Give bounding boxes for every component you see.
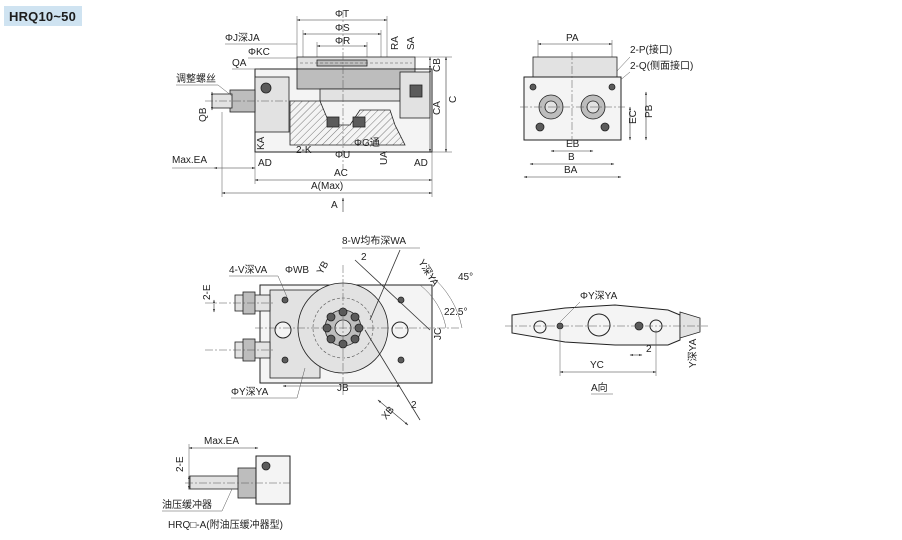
arrow-view: ΦY深YA 2 YC Y深YA A向 <box>505 290 708 395</box>
label-yc: YC <box>590 360 604 371</box>
bearing-ball-right <box>352 116 366 128</box>
label-ka: KA <box>256 136 267 150</box>
left-port <box>260 82 272 94</box>
buffer-port <box>261 461 271 471</box>
label-adjust-screw: 调整螺丝 <box>176 72 216 85</box>
label-y-depth-ya-plan: Y深YA <box>415 257 441 288</box>
label-pa: PA <box>566 33 579 44</box>
plan-screw-br <box>397 356 405 364</box>
label-phi-u: ΦU <box>335 150 350 161</box>
bearing-section <box>296 68 416 90</box>
label-sa: SA <box>406 36 417 50</box>
side-screw-bl <box>535 122 545 132</box>
label-8-w: 8-W均布深WA <box>342 235 406 247</box>
side-screw-tl <box>529 83 537 91</box>
label-pb: PB <box>644 104 655 118</box>
label-yb: YB <box>315 259 331 276</box>
plan-hole-left <box>274 321 292 339</box>
label-ba: BA <box>564 165 578 176</box>
plan-bolt-2 <box>350 312 360 322</box>
side-screw-tr <box>608 83 616 91</box>
front-view: ΦT ΦS ΦR ΦJ深JA ΦKC QA 调整螺丝 <box>172 9 459 212</box>
arrow-view-center-hole <box>587 313 611 337</box>
label-2-e-option: 2-E <box>175 456 186 472</box>
plan-bolt-4 <box>350 334 360 344</box>
label-eb: EB <box>566 139 580 150</box>
model-title: HRQ10~50 <box>4 6 82 26</box>
label-22-5deg: 22.5° <box>444 307 467 318</box>
label-xb: XB <box>380 404 397 422</box>
label-jb: JB <box>337 383 349 394</box>
label-phi-r: ΦR <box>335 36 350 47</box>
label-y-depth-ya-arrow: Y深YA <box>687 338 699 368</box>
side-view: PA 2-P(接口) 2-Q(侧面接口) EC PB EB B BA <box>520 33 693 179</box>
label-b: B <box>568 152 575 163</box>
label-2-top: 2 <box>361 252 367 263</box>
label-2-p: 2-P(接口) <box>630 43 672 56</box>
label-ad-right: AD <box>414 158 428 169</box>
section-hatch <box>289 100 406 146</box>
view-marker-a: A <box>331 200 338 211</box>
label-qa: QA <box>232 58 247 69</box>
label-ad-left: AD <box>258 158 272 169</box>
plan-view: 8-W均布深WA 4-V深VA ΦWB 2 YB Y深YA 45° 2-E JC… <box>202 235 473 426</box>
plan-screw-tl <box>281 296 289 304</box>
side-table <box>532 56 618 78</box>
label-qb: QB <box>198 107 209 122</box>
label-45deg: 45° <box>458 272 473 283</box>
label-phi-g: ΦG通 <box>354 137 380 149</box>
label-c: C <box>448 96 459 103</box>
label-2-e-plan: 2-E <box>202 284 213 300</box>
label-ra: RA <box>390 36 401 50</box>
buffer-rod <box>189 475 241 490</box>
label-ec: EC <box>628 110 639 124</box>
plan-screw-bl <box>281 356 289 364</box>
label-2-arrow: 2 <box>646 344 652 355</box>
label-phi-kc: ΦKC <box>248 47 270 58</box>
plan-screw-tr <box>397 296 405 304</box>
label-ua: UA <box>379 151 390 165</box>
label-phi-s: ΦS <box>335 23 350 34</box>
side-screw-br <box>600 122 610 132</box>
label-2-k: 2-K <box>296 145 312 156</box>
plan-hole-right <box>391 321 409 339</box>
left-end-block <box>254 76 290 133</box>
label-max-ea: Max.EA <box>172 155 207 166</box>
label-oil-buffer: 油压缓冲器 <box>162 498 212 511</box>
label-phi-j: ΦJ深JA <box>225 32 260 44</box>
arrow-view-hole-1 <box>533 320 547 334</box>
label-phi-wb: ΦWB <box>285 265 309 276</box>
label-cb: CB <box>432 58 443 72</box>
label-phi-y-plan: ΦY深YA <box>231 386 269 398</box>
option-view: Max.EA 2-E 油压缓冲器 HRQ□-A(附油压缓冲器型) <box>162 436 291 531</box>
label-phi-y-arrow: ΦY深YA <box>580 290 618 302</box>
bearing-ball-left <box>326 116 340 128</box>
option-view-caption: HRQ□-A(附油压缓冲器型) <box>168 518 283 531</box>
label-2-q: 2-Q(侧面接口) <box>630 59 693 72</box>
plan-bolt-8 <box>326 312 336 322</box>
plan-bolt-6 <box>326 334 336 344</box>
inner-shaft <box>319 88 401 102</box>
label-max-ea-option: Max.EA <box>204 436 239 447</box>
label-phi-t: ΦT <box>335 9 349 20</box>
right-port <box>409 84 423 98</box>
label-2-bottom: 2 <box>411 400 417 411</box>
buffer-body <box>255 455 291 505</box>
arrow-view-tip <box>679 311 701 339</box>
label-4-v: 4-V深VA <box>229 264 267 276</box>
label-ca: CA <box>432 101 443 115</box>
label-ac: AC <box>334 168 348 179</box>
label-a-max: A(Max) <box>311 181 343 192</box>
label-jc: JC <box>433 328 444 340</box>
arrow-view-caption: A向 <box>591 381 608 394</box>
